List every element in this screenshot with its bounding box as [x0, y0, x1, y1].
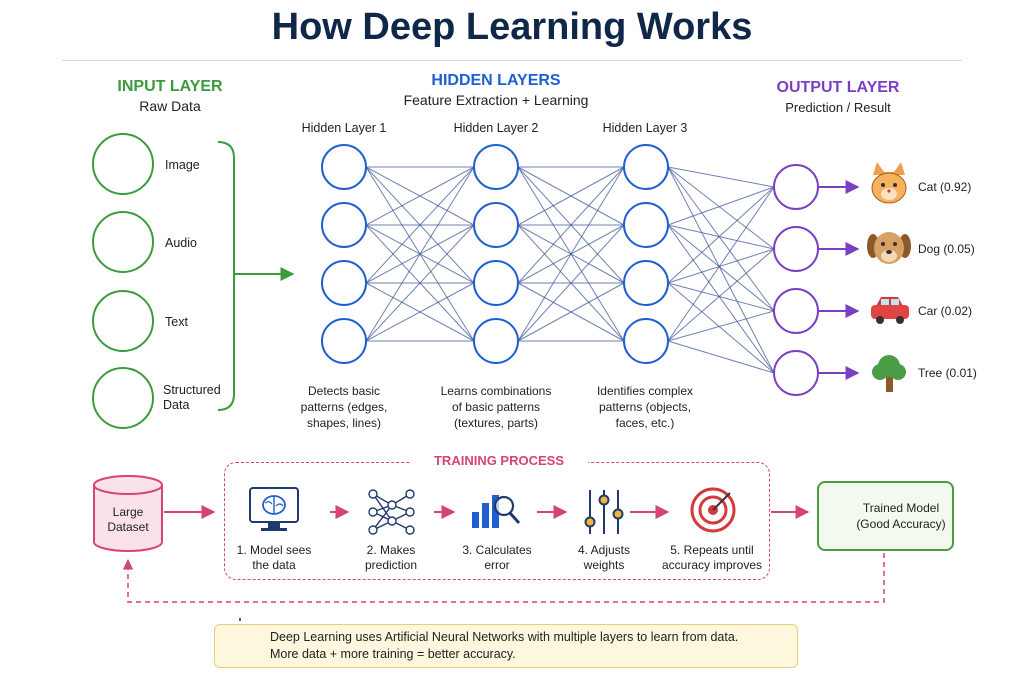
connection-line	[365, 166, 475, 284]
monitor-brain-icon	[249, 487, 299, 531]
input-layer-subtitle: Raw Data	[139, 98, 201, 114]
sliders-icon	[584, 490, 624, 534]
title-divider	[62, 60, 962, 61]
tree-icon	[872, 355, 906, 392]
input-label-text: Text	[165, 315, 188, 329]
hidden-3-node-4	[623, 318, 669, 364]
hidden-layers-subtitle: Feature Extraction + Learning	[403, 92, 589, 108]
training-process-title: TRAINING PROCESS	[410, 453, 588, 468]
connection-line	[517, 166, 625, 226]
output-label-car: Car (0.02)	[918, 304, 973, 318]
target-icon	[690, 487, 736, 533]
hidden-layers-title: HIDDEN LAYERS	[431, 72, 561, 89]
note-line-2: More data + more training = better accur…	[270, 647, 516, 661]
connection-line	[667, 186, 775, 226]
output-label-cat: Cat (0.92)	[918, 180, 972, 194]
dataset-cylinder-icon	[93, 475, 163, 552]
hidden-layer-3-title: Hidden Layer 3	[602, 121, 688, 135]
connection-line	[667, 166, 775, 374]
cat-icon	[871, 162, 907, 204]
output-node-2	[773, 226, 819, 272]
connection-line	[667, 224, 775, 312]
hidden-2-node-3	[473, 260, 519, 306]
connection-line	[667, 310, 775, 342]
connection-line	[517, 282, 625, 342]
trained-model-label: Trained Model(Good Accuracy)	[856, 501, 946, 531]
dog-icon	[867, 232, 911, 264]
connection-line	[667, 282, 775, 374]
hidden-2-node-1	[473, 144, 519, 190]
car-icon	[871, 297, 909, 324]
note-box	[214, 624, 798, 668]
input-structured-circle	[92, 367, 154, 429]
connection-line	[365, 166, 475, 226]
hidden-3-node-2	[623, 202, 669, 248]
input-audio-circle	[92, 211, 154, 273]
connection-line	[667, 166, 775, 250]
hidden-2-node-2	[473, 202, 519, 248]
output-node-3	[773, 288, 819, 334]
connection-line	[517, 224, 625, 342]
connection-line	[667, 186, 775, 284]
input-label-image: Image	[165, 158, 200, 172]
connection-line	[365, 224, 475, 342]
input-label-structured: Structured Data	[163, 383, 221, 412]
output-node-4	[773, 350, 819, 396]
network-nodes	[321, 144, 819, 396]
connection-line	[517, 166, 625, 342]
network-icon	[368, 489, 415, 535]
connection-line	[667, 282, 775, 312]
hidden-3-node-1	[623, 144, 669, 190]
connection-line	[517, 166, 625, 284]
chart-magnifier-icon	[472, 495, 521, 528]
output-layer-subtitle: Prediction / Result	[785, 100, 891, 115]
hidden-2-node-4	[473, 318, 519, 364]
input-bracket	[217, 141, 235, 411]
hidden-1-node-3	[321, 260, 367, 306]
connection-line	[667, 186, 775, 342]
connection-line	[667, 166, 775, 188]
hidden-1-node-2	[321, 202, 367, 248]
network-connections	[365, 166, 775, 374]
page-title: How Deep Learning Works	[271, 6, 753, 48]
connection-line	[365, 282, 475, 342]
trained-model-box	[817, 481, 954, 551]
connection-line	[667, 340, 775, 374]
connection-line	[667, 224, 775, 250]
connection-line	[667, 248, 775, 284]
hidden-layer-1-title: Hidden Layer 1	[301, 121, 387, 135]
connection-line	[667, 224, 775, 374]
connection-line	[667, 248, 775, 342]
input-image-circle	[92, 133, 154, 195]
note-line-1: Deep Learning uses Artificial Neural Net…	[270, 630, 739, 644]
feedback-loop-arrow	[122, 553, 885, 603]
output-label-dog: Dog (0.05)	[918, 242, 975, 256]
hidden-3-node-3	[623, 260, 669, 306]
hidden-layer-2-title: Hidden Layer 2	[453, 121, 539, 135]
connection-line	[365, 166, 475, 342]
input-label-audio: Audio	[165, 236, 197, 250]
output-label-tree: Tree (0.01)	[918, 366, 977, 380]
input-text-circle	[92, 290, 154, 352]
connection-line	[667, 166, 775, 312]
input-layer-title: INPUT LAYER	[117, 78, 223, 95]
output-node-1	[773, 164, 819, 210]
output-layer-title: OUTPUT LAYER	[776, 79, 900, 96]
hidden-1-node-1	[321, 144, 367, 190]
output-arrows	[818, 180, 860, 380]
hidden-1-node-4	[321, 318, 367, 364]
